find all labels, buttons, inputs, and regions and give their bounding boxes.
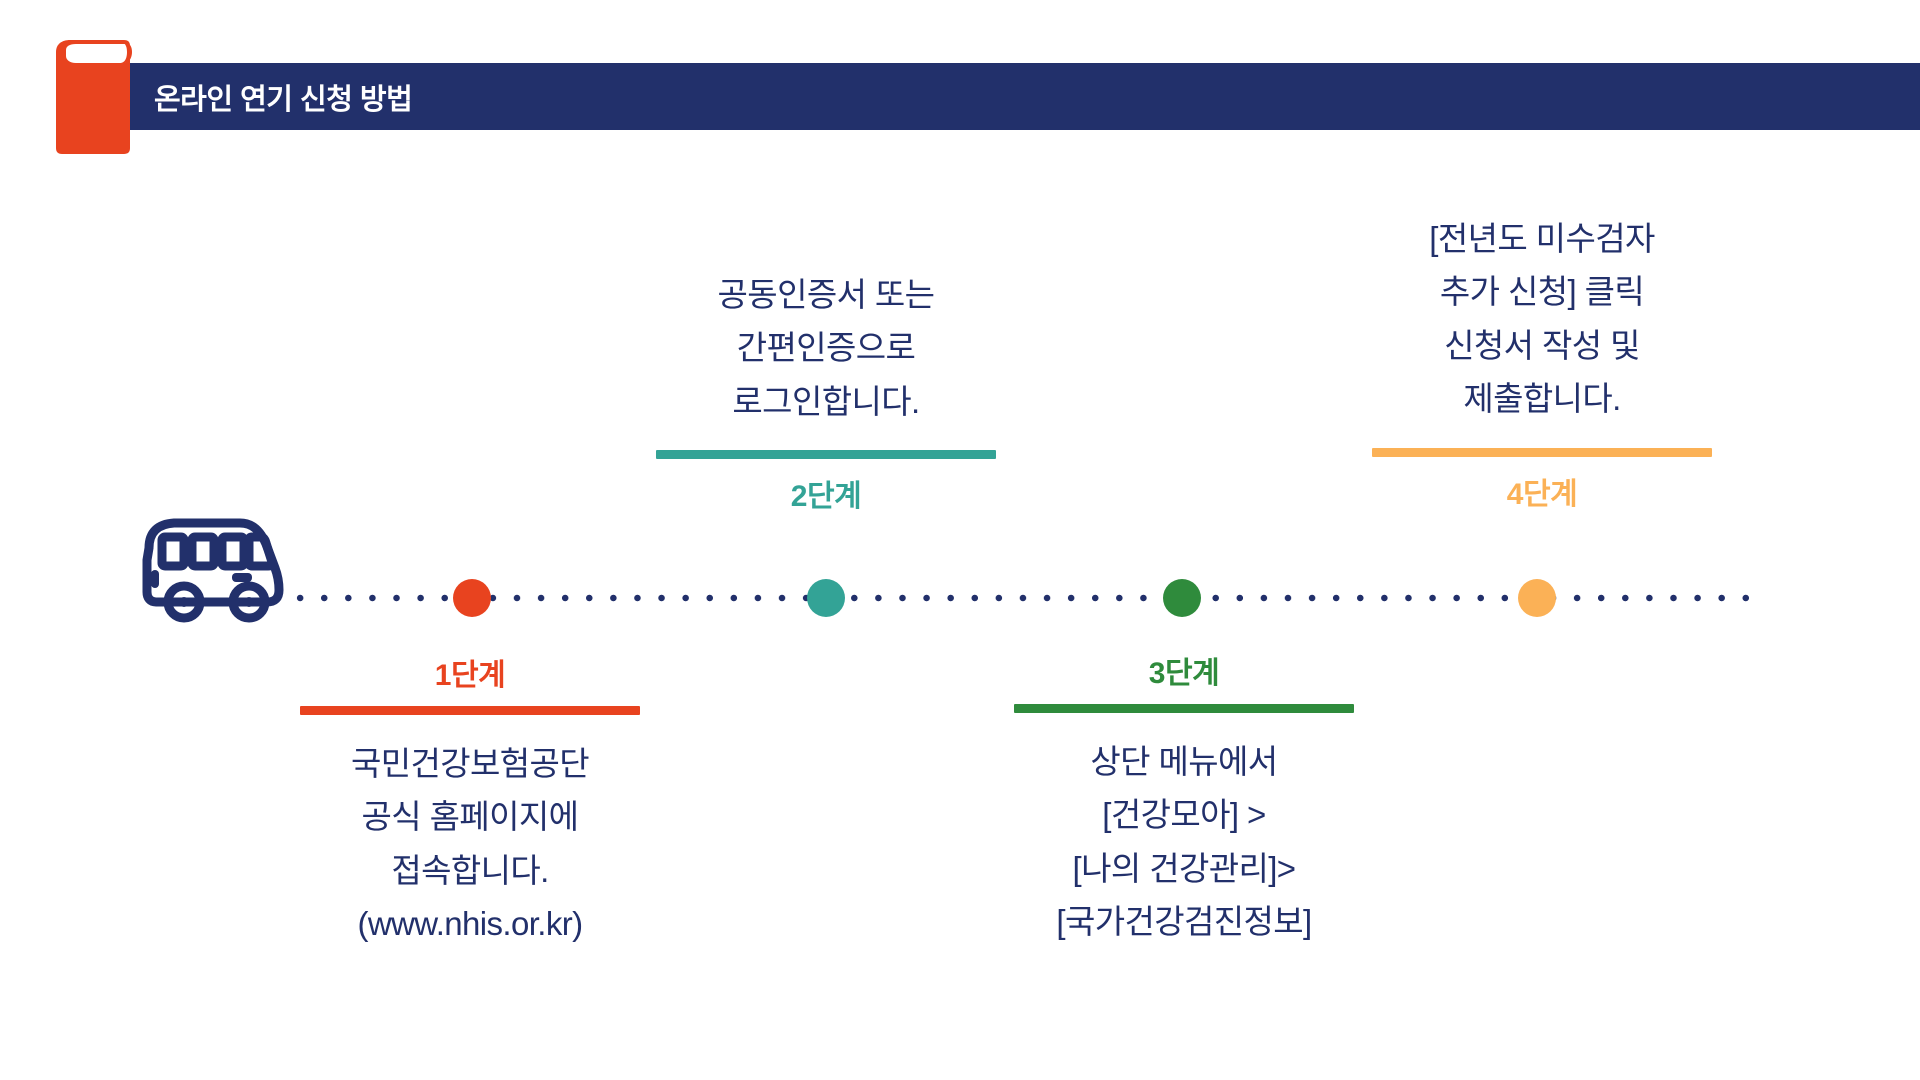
book-icon	[56, 40, 132, 154]
step-text-4-line-3: 신청서 작성 및	[1444, 326, 1640, 364]
timeline-dot-track	[264, 592, 1764, 604]
step-text-4-line-1: [전년도 미수검자	[1429, 220, 1655, 257]
step-rule-3	[1014, 704, 1354, 713]
step-text-3-line-3: [나의 건강관리]>	[1072, 849, 1297, 887]
step-text-1-line-2: 공식 홈페이지에	[361, 798, 579, 836]
timeline-milestone-4[interactable]	[1518, 579, 1556, 617]
timeline-milestone-2[interactable]	[807, 579, 845, 617]
step-text-2-line-2: 간편인증으로	[736, 329, 916, 367]
step-text-3-line-1: 상단 메뉴에서	[1090, 743, 1278, 780]
step-rule-2	[656, 450, 996, 460]
step-block-1: 1단계 국민건강보험공단 공식 홈페이지에 접속합니다. (www.nhis.o…	[300, 650, 640, 951]
step-label-2: 2단계	[790, 480, 862, 514]
step-label-1: 1단계	[434, 659, 506, 692]
step-block-3: 3단계 상단 메뉴에서 [건강모아] > [나의 건강관리]> [국가건강검진정…	[1014, 648, 1354, 949]
timeline-milestone-1[interactable]	[453, 579, 491, 617]
timeline-milestone-3[interactable]	[1163, 579, 1201, 617]
step-text-4-line-4: 제출합니다.	[1463, 380, 1621, 418]
step-block-4: [전년도 미수검자 추가 신청] 클릭 신청서 작성 및 제출합니다. 4단계	[1372, 212, 1712, 513]
step-rule-4	[1372, 447, 1712, 457]
step-text-1-line-1: 국민건강보험공단	[350, 745, 590, 782]
step-text-1-line-4: (www.nhis.or.kr)	[357, 905, 583, 943]
step-rule-1	[300, 706, 640, 715]
step-text-4-line-2: 추가 신청] 클릭	[1439, 273, 1645, 311]
step-text-3-line-4: [국가건강검진정보]	[1056, 903, 1312, 941]
header-banner	[128, 63, 1920, 130]
step-label-4: 4단계	[1506, 477, 1578, 511]
page-header: 온라인 연기 신청 방법	[0, 0, 1920, 160]
step-block-2: 공동인증서 또는 간편인증으로 로그인합니다. 2단계	[656, 268, 996, 515]
step-text-2-line-3: 로그인합니다.	[732, 382, 920, 420]
step-text-3-line-2: [건강모아] >	[1102, 796, 1266, 834]
step-text-1-line-3: 접속합니다.	[391, 851, 549, 889]
step-label-3: 3단계	[1148, 657, 1220, 690]
page-title: 온라인 연기 신청 방법	[154, 84, 413, 116]
bus-icon	[142, 518, 284, 623]
step-text-2-line-1: 공동인증서 또는	[717, 276, 935, 313]
